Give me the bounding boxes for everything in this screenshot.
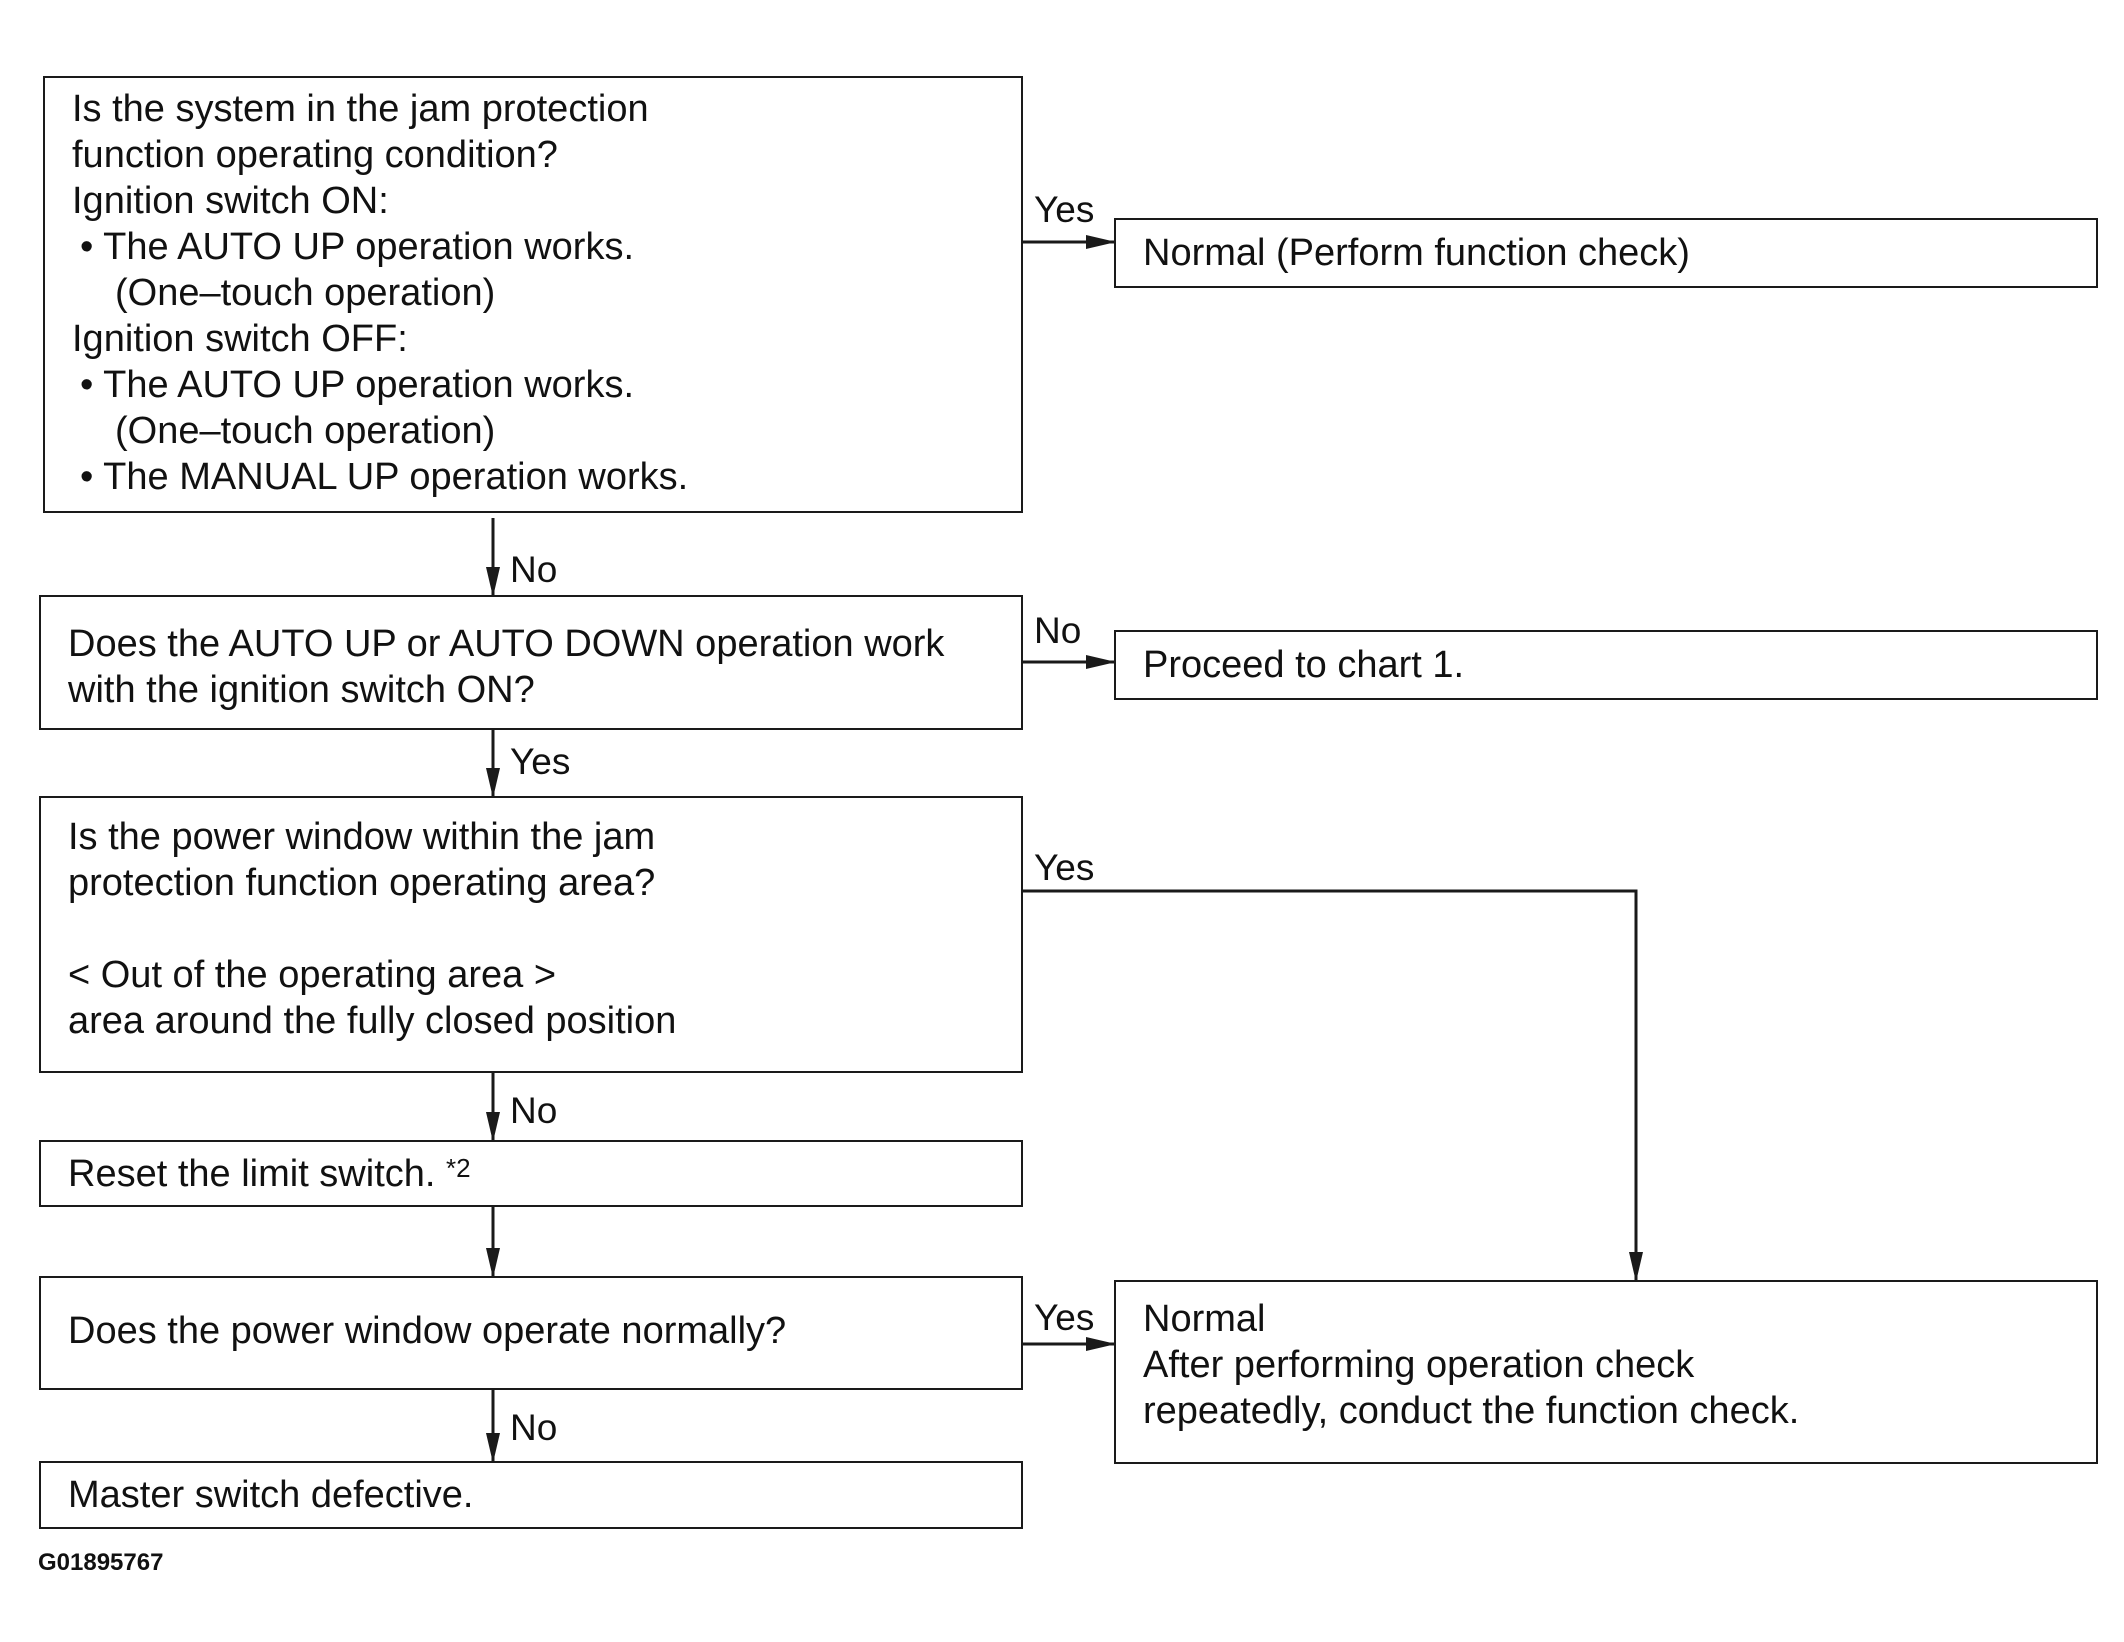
r1-text: Normal (Perform function check) — [1143, 232, 1690, 274]
q1-line-8: (One–touch operation) — [115, 410, 496, 452]
r2-text: Proceed to chart 1. — [1143, 644, 1465, 686]
decision-jam-protection-condition: Is the system in the jam protection func… — [43, 76, 1023, 513]
q1-line-4: • The AUTO UP operation works. — [80, 226, 635, 268]
r-defective-text: Master switch defective. — [68, 1474, 474, 1516]
figure-id: G01895767 — [38, 1549, 164, 1576]
reset-text: Reset the limit switch. — [68, 1153, 446, 1195]
edge-q3-yes — [1021, 889, 1643, 1282]
q1-line-3: Ignition switch ON: — [72, 180, 389, 222]
label-q4-yes: Yes — [1034, 1297, 1095, 1338]
label-q4-no: No — [510, 1407, 558, 1448]
decision-auto-operation-works: Does the AUTO UP or AUTO DOWN operation … — [39, 595, 1023, 730]
q2-line-2: with the ignition switch ON? — [68, 669, 535, 711]
label-q3-no: No — [510, 1090, 558, 1131]
q4-text: Does the power window operate normally? — [68, 1310, 787, 1352]
result-normal-operation-check: Normal After performing operation check … — [1114, 1280, 2098, 1464]
r-normal-line-3: repeatedly, conduct the function check. — [1143, 1390, 1800, 1432]
label-q1-yes: Yes — [1034, 189, 1095, 230]
decision-within-operating-area: Is the power window within the jam prote… — [39, 796, 1023, 1073]
q2-line-1: Does the AUTO UP or AUTO DOWN operation … — [68, 623, 945, 665]
q1-line-6: Ignition switch OFF: — [72, 318, 408, 360]
q1-line-9: • The MANUAL UP operation works. — [80, 456, 689, 498]
q3-line-5: area around the fully closed position — [68, 1000, 677, 1042]
footnote-mark: *2 — [446, 1153, 471, 1183]
reset-text-line: Reset the limit switch. *2 — [68, 1151, 1021, 1197]
decision-window-operates-normally: Does the power window operate normally? — [39, 1276, 1023, 1390]
label-q3-yes: Yes — [1034, 847, 1095, 888]
q1-line-2: function operating condition? — [72, 134, 558, 176]
result-proceed-to-chart-1: Proceed to chart 1. — [1114, 630, 2098, 700]
label-q1-no: No — [510, 549, 558, 590]
q1-line-5: (One–touch operation) — [115, 272, 496, 314]
result-normal-function-check: Normal (Perform function check) — [1114, 218, 2098, 288]
q1-line-1: Is the system in the jam protection — [72, 88, 649, 130]
r-normal-line-2: After performing operation check — [1143, 1344, 1695, 1386]
q3-line-1: Is the power window within the jam — [68, 816, 656, 858]
q3-line-4: < Out of the operating area > — [68, 954, 557, 996]
result-master-switch-defective: Master switch defective. — [39, 1461, 1023, 1529]
q3-line-3 — [68, 906, 1021, 952]
q1-line-7: • The AUTO UP operation works. — [80, 364, 635, 406]
q3-line-2: protection function operating area? — [68, 862, 656, 904]
label-q2-yes: Yes — [510, 741, 571, 782]
r-normal-line-1: Normal — [1143, 1298, 1266, 1340]
step-reset-limit-switch: Reset the limit switch. *2 — [39, 1140, 1023, 1207]
label-q2-no: No — [1034, 610, 1082, 651]
